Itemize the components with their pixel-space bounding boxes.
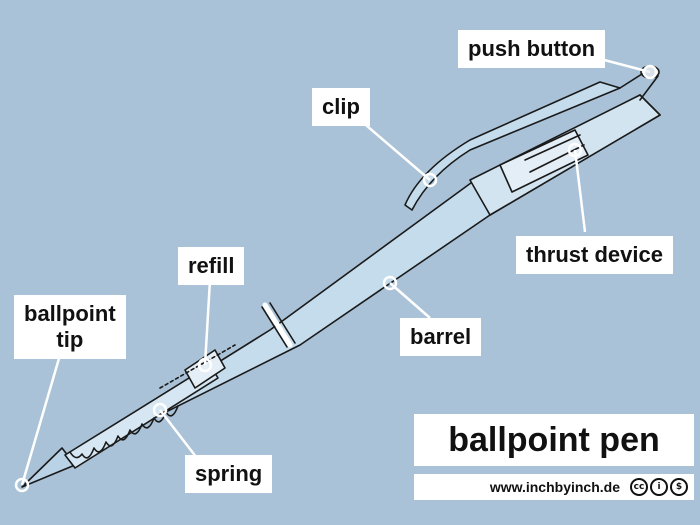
label-spring: spring xyxy=(185,455,273,493)
barrel-ring xyxy=(262,302,293,348)
website-link[interactable]: www.inchbyinch.de xyxy=(489,479,620,495)
thrust-device-shape xyxy=(499,129,589,193)
label-ballpoint-tip-line2: tip xyxy=(56,327,84,352)
spring-coils xyxy=(69,405,179,459)
noncommercial-icon: $ xyxy=(670,478,688,496)
cc-icon: cc xyxy=(630,478,648,496)
label-push-button: push button xyxy=(458,30,606,68)
footer-box: www.inchbyinch.de cc i $ xyxy=(414,474,694,500)
label-barrel: barrel xyxy=(400,318,482,356)
title-box: ballpoint pen xyxy=(414,414,694,466)
page-title: ballpoint pen xyxy=(448,420,660,459)
refill-tube xyxy=(64,364,219,469)
label-thrust-device: thrust device xyxy=(516,236,673,274)
label-clip: clip xyxy=(312,88,370,126)
attribution-icon: i xyxy=(650,478,668,496)
label-ballpoint-tip-line1: ballpoint xyxy=(24,301,116,326)
label-ballpoint-tip: ballpoint tip xyxy=(14,295,126,359)
label-refill: refill xyxy=(178,247,245,285)
